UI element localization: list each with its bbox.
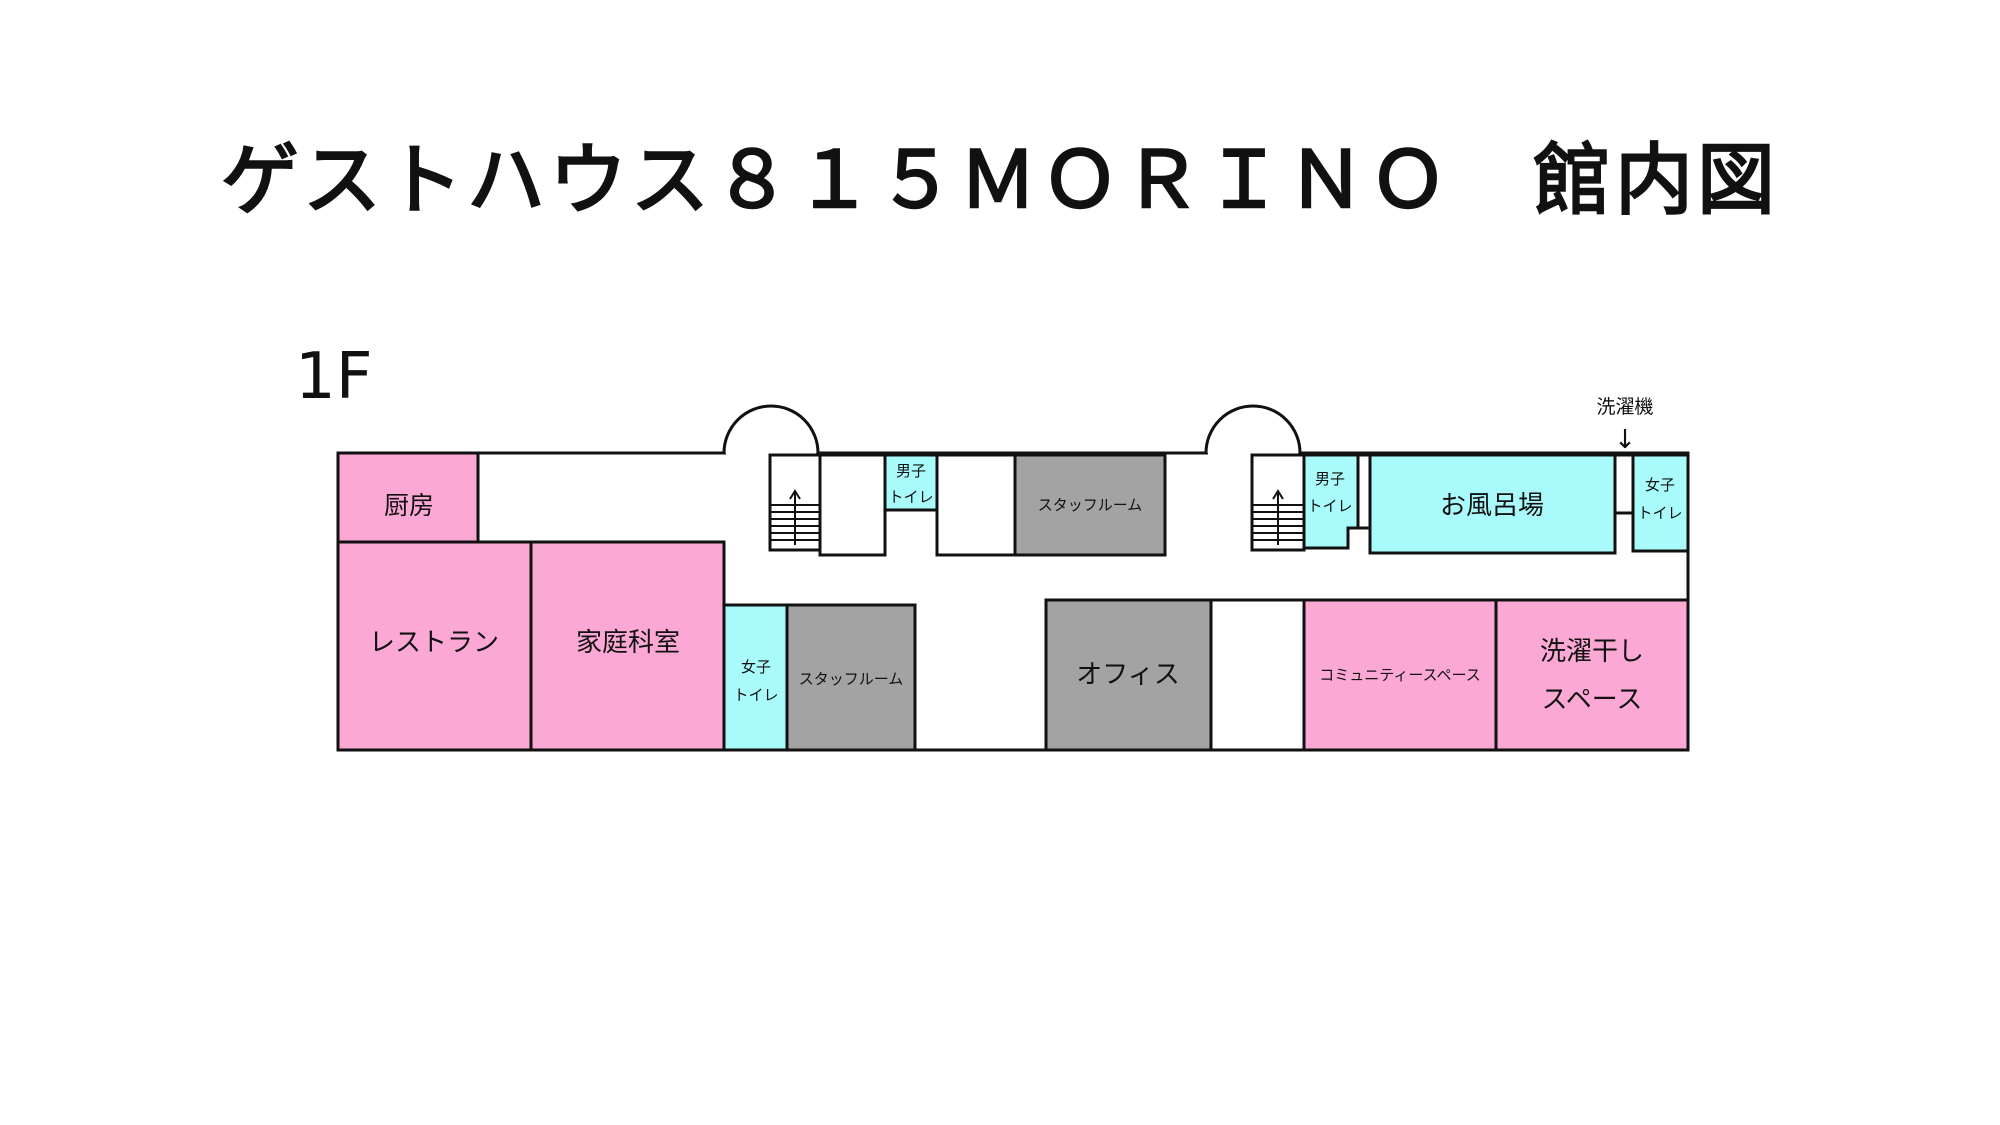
landing-left <box>818 453 887 557</box>
stairs-up-arrow-right-icon <box>1272 489 1284 545</box>
room-label-office: オフィス <box>1076 660 1179 690</box>
room-label-drying-space-2: スペース <box>1542 685 1643 715</box>
room-office[interactable] <box>1044 598 1213 752</box>
room-label-womens-restroom-left-1: 女子 <box>741 658 771 676</box>
room-label-staff-top: スタッフルーム <box>1038 496 1143 514</box>
washing-machine-slot <box>1613 453 1635 515</box>
room-label-womens-restroom-right-2: トイレ <box>1637 504 1682 522</box>
room-label-mens-restroom-right-1: 男子 <box>1315 470 1345 488</box>
page-title: ゲストハウス８１５ＭＯＲＩＮＯ 館内図 <box>220 136 1779 226</box>
room-drying-space[interactable] <box>1494 598 1690 752</box>
room-bath[interactable] <box>1368 453 1617 555</box>
room-kitchen[interactable] <box>336 451 480 544</box>
room-mens-restroom-left[interactable] <box>883 453 939 512</box>
room-label-mens-restroom-left-1: 男子 <box>896 462 926 480</box>
room-label-womens-restroom-right-1: 女子 <box>1645 476 1675 494</box>
room-label-kitchen: 厨房 <box>384 491 434 520</box>
room-home-ec[interactable] <box>529 540 726 752</box>
room-womens-restroom-right[interactable] <box>1631 453 1690 553</box>
room-label-restaurant: レストラン <box>369 628 499 658</box>
arch-right <box>1204 404 1302 454</box>
washing-machine-label: 洗濯機 <box>1596 396 1653 418</box>
room-label-staff-bottom: スタッフルーム <box>799 670 904 688</box>
room-staff-bottom[interactable] <box>785 603 917 752</box>
room-womens-restroom-left[interactable] <box>722 603 789 752</box>
room-label-bath: お風呂場 <box>1440 491 1544 521</box>
floor-label: 1F <box>295 340 373 414</box>
room-community-space[interactable] <box>1302 598 1498 752</box>
room-staff-top[interactable] <box>1013 453 1167 557</box>
storage-space-left <box>935 453 1017 557</box>
stairs-up-arrow-left-icon <box>789 489 801 545</box>
partition-bath <box>1356 453 1372 530</box>
room-label-community-space: コミュニティースペース <box>1319 666 1481 684</box>
room-label-mens-restroom-left-2: トイレ <box>888 488 933 506</box>
room-label-home-ec: 家庭科室 <box>576 628 680 658</box>
room-label-drying-space-1: 洗濯干し <box>1540 637 1644 667</box>
hall-space <box>1209 598 1306 752</box>
room-label-womens-restroom-left-2: トイレ <box>733 686 778 704</box>
arch-left <box>722 404 820 454</box>
washing-machine-arrow-icon: ↓ <box>1614 425 1636 455</box>
room-label-mens-restroom-right-2: トイレ <box>1307 497 1352 515</box>
